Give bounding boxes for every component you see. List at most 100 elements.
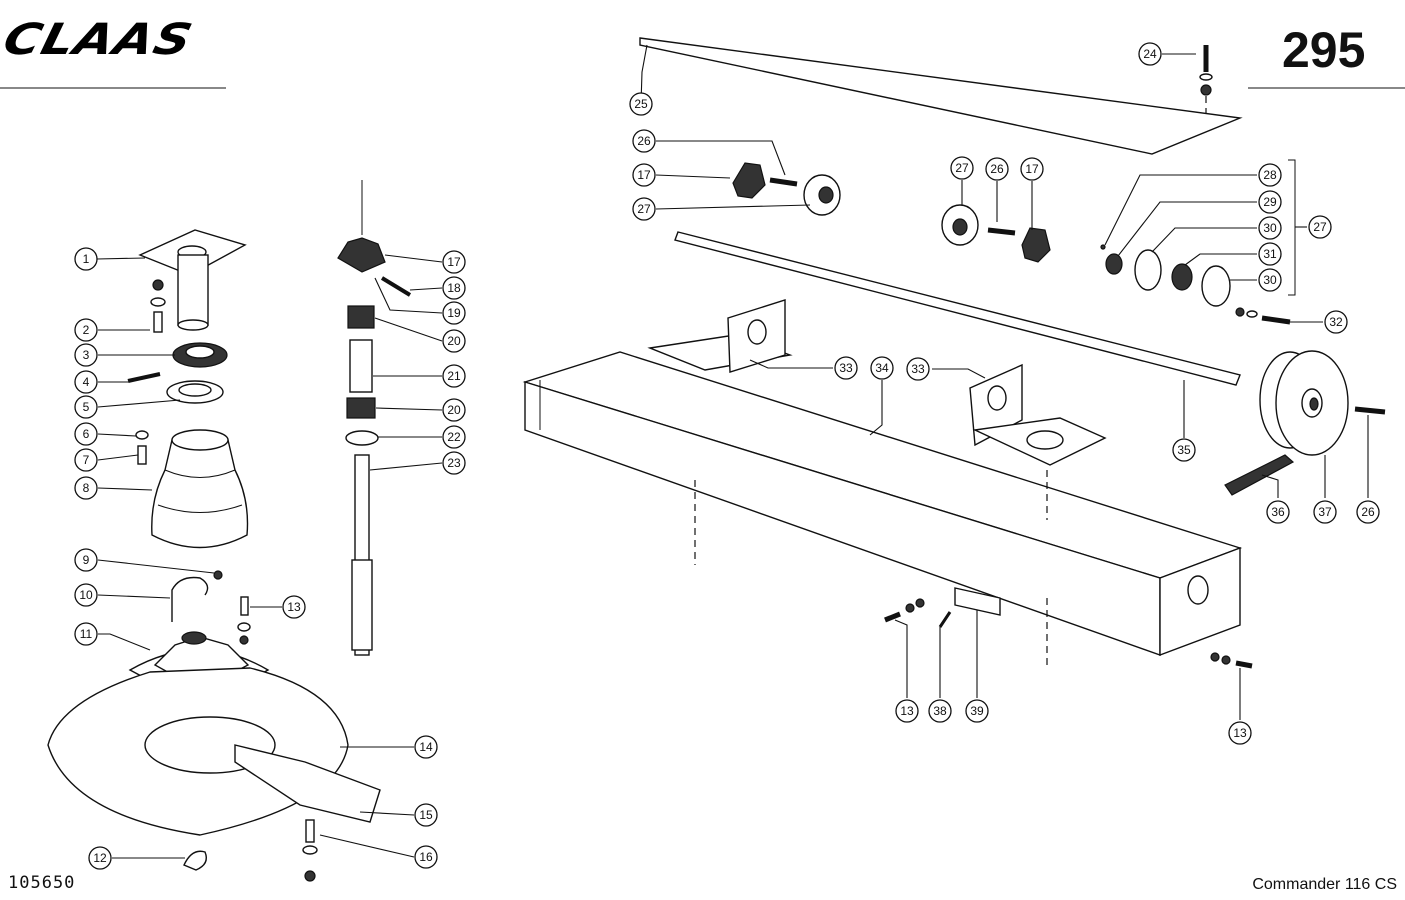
bevel-gear-vertical — [337, 237, 386, 273]
svg-text:17: 17 — [637, 168, 651, 182]
callout-11: 11 — [74, 622, 98, 646]
model-name: Commander 116 CS — [1252, 876, 1397, 893]
svg-text:27: 27 — [1313, 220, 1327, 234]
svg-text:9: 9 — [83, 553, 90, 567]
callout-30-lower: 30 — [1258, 268, 1282, 292]
svg-text:28: 28 — [1263, 168, 1277, 182]
flange-nut — [1235, 307, 1245, 317]
callout-38: 38 — [928, 699, 952, 723]
cutting-blade-arm — [234, 744, 381, 823]
washer — [135, 430, 149, 440]
callout-34: 34 — [870, 356, 894, 380]
svg-text:27: 27 — [637, 202, 651, 216]
svg-text:4: 4 — [83, 375, 90, 389]
svg-text:6: 6 — [83, 427, 90, 441]
gear-key-center — [987, 227, 1016, 236]
svg-text:39: 39 — [970, 704, 984, 718]
svg-text:2: 2 — [83, 323, 90, 337]
svg-text:20: 20 — [447, 334, 461, 348]
svg-text:3: 3 — [83, 348, 90, 362]
callout-2: 2 — [74, 318, 98, 342]
svg-text:5: 5 — [83, 400, 90, 414]
svg-text:17: 17 — [447, 255, 461, 269]
callout-1: 1 — [74, 247, 98, 271]
clamp-plate — [954, 587, 1001, 616]
callout-17-center: 17 — [1020, 157, 1044, 181]
callout-13-hub: 13 — [282, 595, 306, 619]
callout-20-lower: 20 — [442, 398, 466, 422]
svg-text:24: 24 — [1143, 47, 1157, 61]
key-pin — [127, 372, 161, 383]
callout-17-shaft: 17 — [442, 250, 466, 274]
svg-text:21: 21 — [447, 369, 461, 383]
callout-27-left: 27 — [632, 197, 656, 221]
callout-27-center: 27 — [950, 156, 974, 180]
svg-text:35: 35 — [1177, 443, 1191, 457]
leader-lines — [96, 44, 1369, 859]
callout-16: 16 — [414, 845, 438, 869]
svg-text:10: 10 — [79, 588, 93, 602]
mounting-flange — [138, 229, 247, 331]
frame-nut — [1210, 652, 1220, 662]
bearing-ring — [1171, 263, 1193, 291]
callout-3: 3 — [74, 343, 98, 367]
callout-26-left: 26 — [632, 129, 656, 153]
callout-23: 23 — [442, 451, 466, 475]
horizontal-drive-shaft — [674, 231, 1241, 386]
stud-bolt — [938, 611, 952, 628]
disc-bolt — [305, 819, 315, 843]
callout-26-center: 26 — [985, 157, 1009, 181]
callout-17-left: 17 — [632, 163, 656, 187]
svg-text:13: 13 — [900, 704, 914, 718]
svg-text:17: 17 — [1025, 162, 1039, 176]
flange-half-outer — [1134, 249, 1162, 291]
callout-12: 12 — [88, 846, 112, 870]
svg-text:20: 20 — [447, 403, 461, 417]
callout-5: 5 — [74, 395, 98, 419]
hub-bolt — [240, 596, 249, 616]
screw — [137, 445, 147, 465]
assembly-bracket — [1288, 159, 1296, 296]
svg-text:16: 16 — [419, 850, 433, 864]
callout-21: 21 — [442, 364, 466, 388]
svg-text:7: 7 — [83, 453, 90, 467]
callout-33-right: 33 — [906, 357, 930, 381]
svg-text:38: 38 — [933, 704, 947, 718]
svg-text:13: 13 — [287, 600, 301, 614]
callout-19: 19 — [442, 301, 466, 325]
svg-text:34: 34 — [875, 361, 889, 375]
svg-text:12: 12 — [93, 851, 107, 865]
grease-nipple — [213, 570, 223, 580]
callout-29: 29 — [1258, 190, 1282, 214]
svg-text:30: 30 — [1263, 221, 1277, 235]
angled-tube — [171, 576, 209, 622]
callout-20-upper: 20 — [442, 329, 466, 353]
callout-13-frame: 13 — [1228, 721, 1252, 745]
v-belt — [1224, 454, 1295, 496]
fastener-stack — [150, 279, 166, 333]
callout-15: 15 — [414, 803, 438, 827]
callout-32: 32 — [1324, 310, 1348, 334]
lower-bearing — [346, 397, 376, 419]
grease-nipple-right — [1100, 244, 1106, 250]
svg-text:30: 30 — [1263, 273, 1277, 287]
callout-6: 6 — [74, 422, 98, 446]
callout-33-left: 33 — [834, 356, 858, 380]
svg-text:33: 33 — [911, 362, 925, 376]
svg-text:23: 23 — [447, 456, 461, 470]
svg-text:26: 26 — [1361, 505, 1375, 519]
callout-26-pulley: 26 — [1356, 500, 1380, 524]
page-number: 295 — [1282, 22, 1366, 78]
svg-text:8: 8 — [83, 481, 90, 495]
cover-plate — [639, 37, 1243, 155]
svg-text:19: 19 — [447, 306, 461, 320]
callout-25: 25 — [629, 92, 653, 116]
svg-text:37: 37 — [1318, 505, 1332, 519]
bearing-insert — [1105, 253, 1123, 275]
upper-bearing — [347, 305, 375, 329]
callout-35: 35 — [1172, 438, 1196, 462]
main-frame-beam — [522, 351, 1243, 657]
svg-text:11: 11 — [80, 627, 93, 641]
